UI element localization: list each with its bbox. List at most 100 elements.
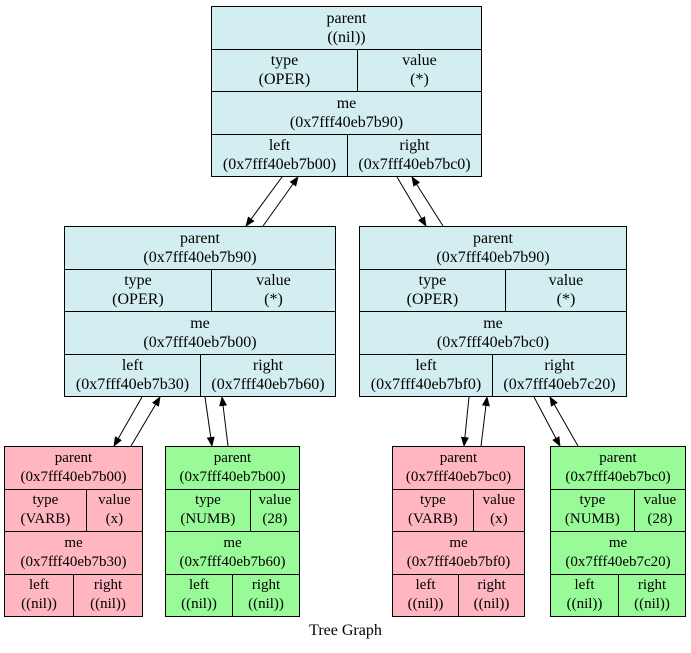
edge-left-oper-to-root xyxy=(262,176,299,227)
left-label: left xyxy=(121,357,144,375)
me-value: (0x7fff40eb7c20) xyxy=(565,553,671,570)
parent-field: parent (0x7fff40eb7b00) xyxy=(166,447,299,489)
value-label: value xyxy=(643,492,677,509)
type-value: (OPER) xyxy=(258,71,311,89)
children-row: left (0x7fff40eb7b00) right (0x7fff40eb7… xyxy=(212,133,481,176)
right-label: right xyxy=(399,137,430,155)
left-label: left xyxy=(29,577,49,594)
parent-field: parent (0x7fff40eb7bc0) xyxy=(393,447,524,489)
left-value: ((nil)) xyxy=(566,596,603,613)
left-value: (0x7fff40eb7bf0) xyxy=(370,376,482,394)
tree-node-right-oper[interactable]: parent (0x7fff40eb7b90) type (OPER) valu… xyxy=(359,226,627,397)
tree-node-numb-right[interactable]: parent (0x7fff40eb7bc0) type (NUMB) valu… xyxy=(550,446,686,617)
me-row: me (0x7fff40eb7bc0) xyxy=(360,311,626,354)
me-field: me (0x7fff40eb7b30) xyxy=(5,532,142,574)
parent-label: parent xyxy=(439,449,478,466)
parent-value: (0x7fff40eb7b90) xyxy=(436,248,550,266)
parent-field: parent (0x7fff40eb7bc0) xyxy=(551,447,685,489)
value-value: (x) xyxy=(105,511,124,528)
type-value: (NUMB) xyxy=(180,511,236,528)
left-label: left xyxy=(415,357,437,375)
parent-field: parent (0x7fff40eb7b90) xyxy=(65,227,335,269)
type-value-row: type (OPER) value (*) xyxy=(360,268,626,311)
parent-row: parent ((nil)) xyxy=(212,7,481,49)
value-field: value (*) xyxy=(210,269,335,311)
parent-label: parent xyxy=(326,9,367,27)
type-label: type xyxy=(32,492,59,509)
right-label: right xyxy=(251,577,281,594)
parent-value: (0x7fff40eb7b90) xyxy=(143,248,257,266)
left-label: left xyxy=(189,577,209,594)
right-value: (0x7fff40eb7b60) xyxy=(211,376,325,394)
me-row: me (0x7fff40eb7b30) xyxy=(5,531,142,574)
tree-node-numb-left[interactable]: parent (0x7fff40eb7b00) type (NUMB) valu… xyxy=(165,446,300,617)
edge-varb-left-to-left-oper xyxy=(130,396,161,447)
value-label: value xyxy=(98,492,131,509)
edge-numb-left-to-left-oper xyxy=(219,396,229,447)
children-row: left ((nil)) right ((nil)) xyxy=(5,573,142,616)
edge-right-oper-to-varb-right xyxy=(460,396,470,447)
left-value: ((nil)) xyxy=(21,596,57,613)
graph-caption: Tree Graph xyxy=(309,622,382,639)
right-value: (0x7fff40eb7c20) xyxy=(503,376,616,394)
tree-node-root[interactable]: parent ((nil)) type (OPER) value (*) me … xyxy=(211,6,482,177)
me-field: me (0x7fff40eb7b90) xyxy=(212,92,481,134)
parent-label: parent xyxy=(213,449,252,466)
type-label: type xyxy=(124,272,152,290)
type-field: type (OPER) xyxy=(212,50,357,92)
edge-right-oper-to-root xyxy=(411,176,444,227)
tree-node-varb-right[interactable]: parent (0x7fff40eb7bc0) type (VARB) valu… xyxy=(392,446,525,617)
type-value: (OPER) xyxy=(112,291,164,309)
right-field: right ((nil)) xyxy=(458,574,524,616)
left-field: left ((nil)) xyxy=(166,575,232,617)
parent-row: parent (0x7fff40eb7b90) xyxy=(360,227,626,269)
me-value: (0x7fff40eb7b90) xyxy=(289,113,404,131)
type-label: type xyxy=(194,492,221,509)
type-label: type xyxy=(579,492,606,509)
edge-root-to-left-oper xyxy=(245,176,283,227)
me-value: (0x7fff40eb7bc0) xyxy=(436,333,550,351)
value-label: value xyxy=(548,272,584,290)
parent-field: parent (0x7fff40eb7b00) xyxy=(5,447,142,489)
right-label: right xyxy=(477,577,506,594)
edge-root-to-right-oper xyxy=(396,176,427,227)
right-label: right xyxy=(252,357,284,375)
value-label: value xyxy=(256,272,291,290)
type-label: type xyxy=(419,492,446,509)
parent-value: (0x7fff40eb7b00) xyxy=(179,468,286,485)
parent-value: (0x7fff40eb7bc0) xyxy=(565,468,671,485)
tree-node-left-oper[interactable]: parent (0x7fff40eb7b90) type (OPER) valu… xyxy=(64,226,336,397)
right-label: right xyxy=(544,357,575,375)
parent-field: parent ((nil)) xyxy=(212,7,481,49)
right-value: ((nil)) xyxy=(634,596,670,613)
left-value: (0x7fff40eb7b00) xyxy=(222,156,337,174)
left-field: left (0x7fff40eb7bf0) xyxy=(360,355,492,397)
right-field: right (0x7fff40eb7b60) xyxy=(200,354,335,396)
me-label: me xyxy=(64,534,83,551)
type-field: type (OPER) xyxy=(65,270,211,312)
me-label: me xyxy=(190,314,210,332)
right-field: right (0x7fff40eb7c20) xyxy=(492,354,626,396)
parent-row: parent (0x7fff40eb7b00) xyxy=(5,447,142,489)
type-label: type xyxy=(418,272,447,290)
me-value: (0x7fff40eb7b30) xyxy=(20,553,127,570)
children-row: left (0x7fff40eb7bf0) right (0x7fff40eb7… xyxy=(360,353,626,397)
left-field: left ((nil)) xyxy=(393,575,458,617)
me-row: me (0x7fff40eb7b90) xyxy=(212,91,481,134)
me-field: me (0x7fff40eb7c20) xyxy=(551,532,685,574)
value-field: value (28) xyxy=(633,489,685,531)
value-field: value (*) xyxy=(356,49,481,91)
tree-node-varb-left[interactable]: parent (0x7fff40eb7b00) type (VARB) valu… xyxy=(4,446,143,617)
type-field: type (VARB) xyxy=(5,490,86,532)
value-value: (*) xyxy=(410,71,429,89)
children-row: left (0x7fff40eb7b30) right (0x7fff40eb7… xyxy=(65,353,335,396)
right-value: ((nil)) xyxy=(248,596,284,613)
type-value-row: type (NUMB) value (28) xyxy=(551,488,685,532)
parent-field: parent (0x7fff40eb7b90) xyxy=(360,227,626,269)
me-row: me (0x7fff40eb7c20) xyxy=(551,531,685,574)
right-value: (0x7fff40eb7bc0) xyxy=(358,156,471,174)
edge-left-oper-to-varb-left xyxy=(113,396,143,447)
parent-label: parent xyxy=(473,229,513,247)
type-field: type (NUMB) xyxy=(551,490,634,532)
